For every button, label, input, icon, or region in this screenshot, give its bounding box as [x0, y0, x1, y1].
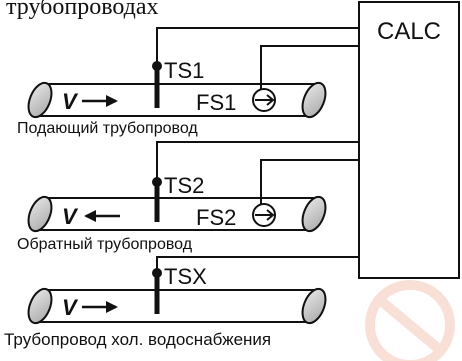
velocity-label: V [62, 204, 79, 229]
calc-box: CALC [358, 1, 460, 279]
pipe-caption: Обратный трубопровод [17, 236, 193, 253]
signal-wires [156, 27, 359, 273]
velocity-label: V [62, 89, 79, 114]
watermark-logo [365, 280, 455, 361]
probe-node [152, 61, 162, 71]
arrow-right-icon [82, 301, 118, 313]
velocity-label: V [62, 295, 79, 320]
pipe-cold-water: TSX V Трубопровод хол. водоснабжения [4, 264, 327, 349]
ts-label: TSX [164, 264, 207, 289]
pipe-end-right [301, 81, 327, 119]
pipe-end-left [27, 287, 53, 325]
pipe-end-left [27, 81, 53, 119]
ts-label: TS2 [164, 173, 204, 198]
pipe-end-right [301, 195, 327, 233]
fs-label: FS1 [196, 90, 236, 115]
calc-label: CALC [377, 18, 441, 45]
flow-sensor-icon [252, 88, 276, 112]
flow-sensor-icon [252, 203, 276, 227]
header-text: трубопроводах [6, 0, 159, 20]
probe-node [152, 268, 162, 278]
pipe-supply: TS1 V FS1 Подающий трубопровод [17, 58, 327, 137]
ts-label: TS1 [164, 58, 204, 83]
pipe-return: TS2 V FS2 Обратный трубопровод [17, 173, 327, 253]
probe-node [152, 177, 162, 187]
fs-label: FS2 [196, 205, 236, 230]
pipe-end-left [27, 195, 53, 233]
pipe-end-right [301, 287, 327, 325]
pipe-caption: Трубопровод хол. водоснабжения [4, 330, 271, 349]
pipe-caption: Подающий трубопровод [17, 120, 198, 137]
arrow-left-icon [84, 210, 120, 222]
arrow-right-icon [82, 95, 118, 107]
